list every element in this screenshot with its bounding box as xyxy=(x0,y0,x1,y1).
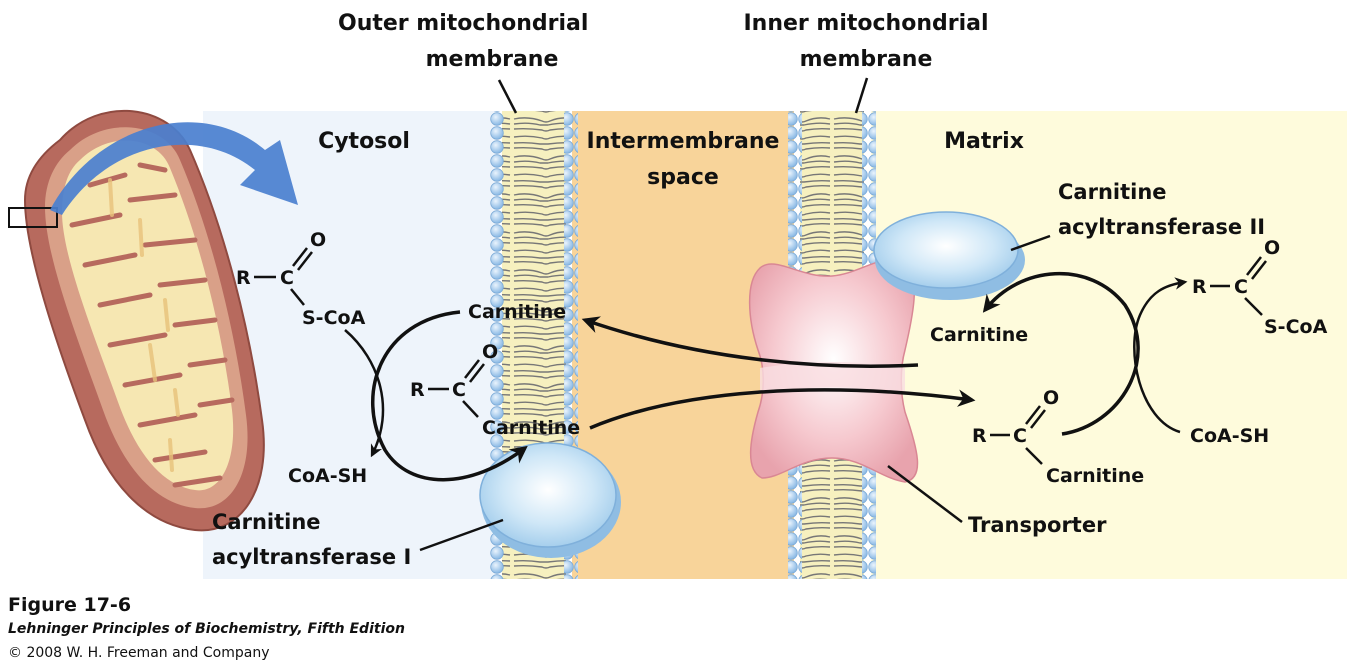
svg-text:C: C xyxy=(452,379,466,401)
svg-text:O: O xyxy=(310,229,326,251)
enzyme-II-leader xyxy=(1010,234,1051,252)
svg-text:R: R xyxy=(410,379,425,401)
svg-text:C: C xyxy=(280,267,294,289)
svg-text:C: C xyxy=(1234,276,1248,298)
outer-membrane-leader xyxy=(497,79,518,114)
svg-text:O: O xyxy=(482,341,498,363)
figure-copyright: © 2008 W. H. Freeman and Company xyxy=(8,645,270,661)
inner-membrane-label-1: Inner mitochondrial xyxy=(743,11,988,36)
enzyme-I-leader xyxy=(419,518,504,552)
blue-magnify-arrow xyxy=(50,122,298,215)
cytosol-label: Cytosol xyxy=(318,129,410,154)
cytosol-carnitine-arrow xyxy=(370,310,528,482)
figure-book-title: Lehninger Principles of Biochemistry, Fi… xyxy=(8,621,405,637)
enzyme-II-label-1: Carnitine xyxy=(1058,180,1167,204)
svg-text:O: O xyxy=(1043,387,1059,409)
outer-membrane-label-1: Outer mitochondrial xyxy=(338,11,588,36)
cytosol-acyl-coa: R C O S-CoA xyxy=(236,229,366,329)
enzyme-I-label-1: Carnitine xyxy=(212,510,321,534)
svg-text:Carnitine: Carnitine xyxy=(482,417,580,439)
mitochondrion-illustration xyxy=(23,109,265,532)
matrix-coa-sh: CoA-SH xyxy=(1190,425,1269,447)
figure-title: Figure 17-6 xyxy=(8,594,132,616)
acyl-carnitine-import-arrow xyxy=(589,388,976,430)
svg-text:C: C xyxy=(1013,425,1027,447)
zoom-region-box xyxy=(8,207,58,228)
transporter-channel xyxy=(760,362,905,392)
cytosol-coa-sh: CoA-SH xyxy=(288,465,367,487)
matrix-region xyxy=(871,111,1347,579)
svg-text:O: O xyxy=(1264,237,1280,259)
matrix-carnitine: Carnitine xyxy=(930,324,1028,346)
transporter-label: Transporter xyxy=(968,513,1107,537)
matrix-label: Matrix xyxy=(944,129,1024,154)
cytosol-acyl-carnitine: R C O Carnitine xyxy=(410,341,580,439)
carnitine-acyltransferase-I-protein xyxy=(479,442,621,558)
inner-membrane-label-2: membrane xyxy=(800,47,933,72)
intermembrane-label-1: Intermembrane xyxy=(587,129,780,154)
matrix-carnitine-arrow xyxy=(982,272,1140,436)
svg-text:R: R xyxy=(972,425,987,447)
svg-text:Carnitine: Carnitine xyxy=(1046,465,1144,487)
svg-text:R: R xyxy=(236,267,251,289)
svg-text:R: R xyxy=(1192,276,1207,298)
carnitine-acyltransferase-II-protein xyxy=(873,211,1025,300)
svg-text:S-CoA: S-CoA xyxy=(302,307,366,329)
enzyme-II-label-2: acyltransferase II xyxy=(1058,215,1265,239)
outer-membrane-label-2: membrane xyxy=(426,47,559,72)
inner-membrane-leader xyxy=(854,77,869,114)
matrix-acyl-coa: R C O S-CoA xyxy=(1192,237,1328,338)
intermembrane-label-2: space xyxy=(647,165,719,190)
svg-text:S-CoA: S-CoA xyxy=(1264,316,1328,338)
carnitine-export-arrow xyxy=(581,316,919,368)
enzyme-I-label-2: acyltransferase I xyxy=(212,545,411,569)
matrix-acyl-carnitine: R C O Carnitine xyxy=(972,387,1144,487)
matrix-coa-arrow xyxy=(1133,277,1188,434)
cytosol-carnitine: Carnitine xyxy=(468,301,566,323)
transporter-leader xyxy=(887,465,963,523)
